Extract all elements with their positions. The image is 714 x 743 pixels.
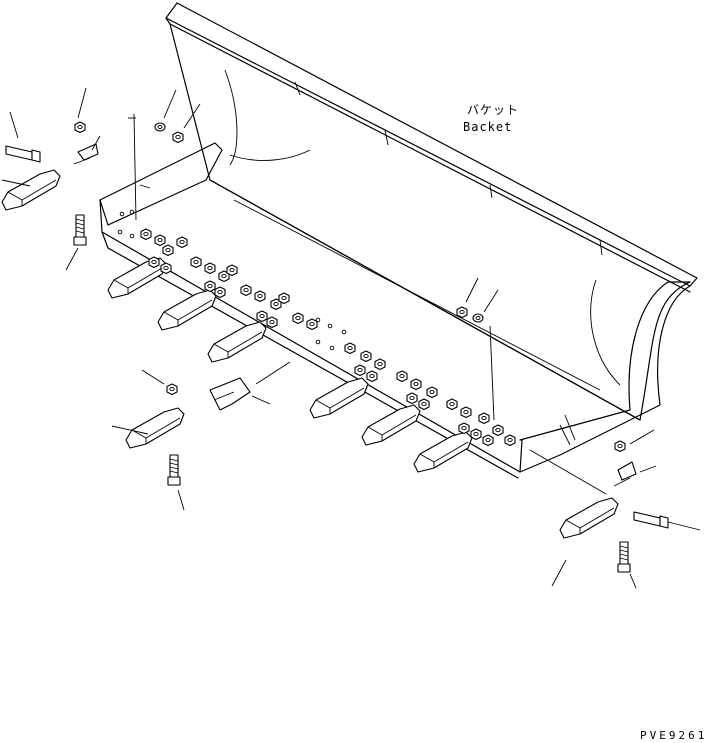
exploded-right-parts	[456, 277, 701, 589]
bucket-body	[99, 2, 698, 479]
bucket-label-jp: バケット	[467, 103, 519, 117]
edge-holes	[117, 209, 347, 351]
bucket-label-en: Backet	[463, 120, 512, 134]
exploded-left-parts	[1, 87, 201, 271]
exploded-middle-parts	[111, 361, 291, 511]
installed-teeth	[107, 257, 473, 473]
drawing-code: PVE9261	[640, 729, 707, 742]
bucket-leader-line	[233, 199, 601, 391]
